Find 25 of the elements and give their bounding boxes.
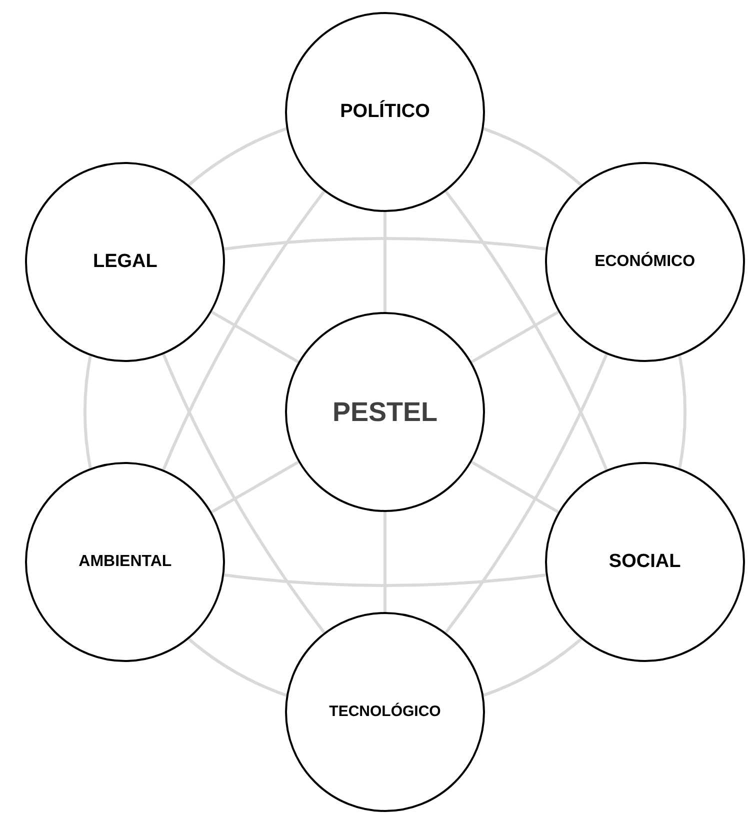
connector-line bbox=[162, 190, 326, 470]
connector-line bbox=[84, 356, 92, 468]
connector-line bbox=[384, 212, 386, 312]
connector-line bbox=[211, 310, 300, 364]
connector-line bbox=[224, 237, 546, 251]
connector-line bbox=[470, 460, 559, 514]
connector-line bbox=[483, 127, 582, 186]
connector-line bbox=[444, 190, 608, 470]
connector-line bbox=[162, 354, 326, 634]
connector-line bbox=[444, 354, 608, 634]
connector-line bbox=[224, 573, 546, 587]
connector-line bbox=[211, 460, 300, 514]
connector-line bbox=[188, 127, 287, 186]
connector-line bbox=[483, 638, 582, 697]
connector-line bbox=[188, 638, 287, 697]
node-label: AMBIENTAL bbox=[78, 552, 172, 572]
node-label: ECONÓMICO bbox=[594, 250, 696, 272]
node-label: PESTEL bbox=[332, 396, 438, 429]
connector-line bbox=[470, 310, 559, 364]
node-label: POLÍTICO bbox=[340, 99, 430, 124]
connector-line bbox=[678, 356, 686, 468]
connector-line bbox=[384, 512, 386, 612]
node-label: SOCIAL bbox=[608, 550, 681, 574]
node-label: LEGAL bbox=[92, 250, 158, 274]
node-label: TECNOLÓGICO bbox=[329, 702, 441, 722]
